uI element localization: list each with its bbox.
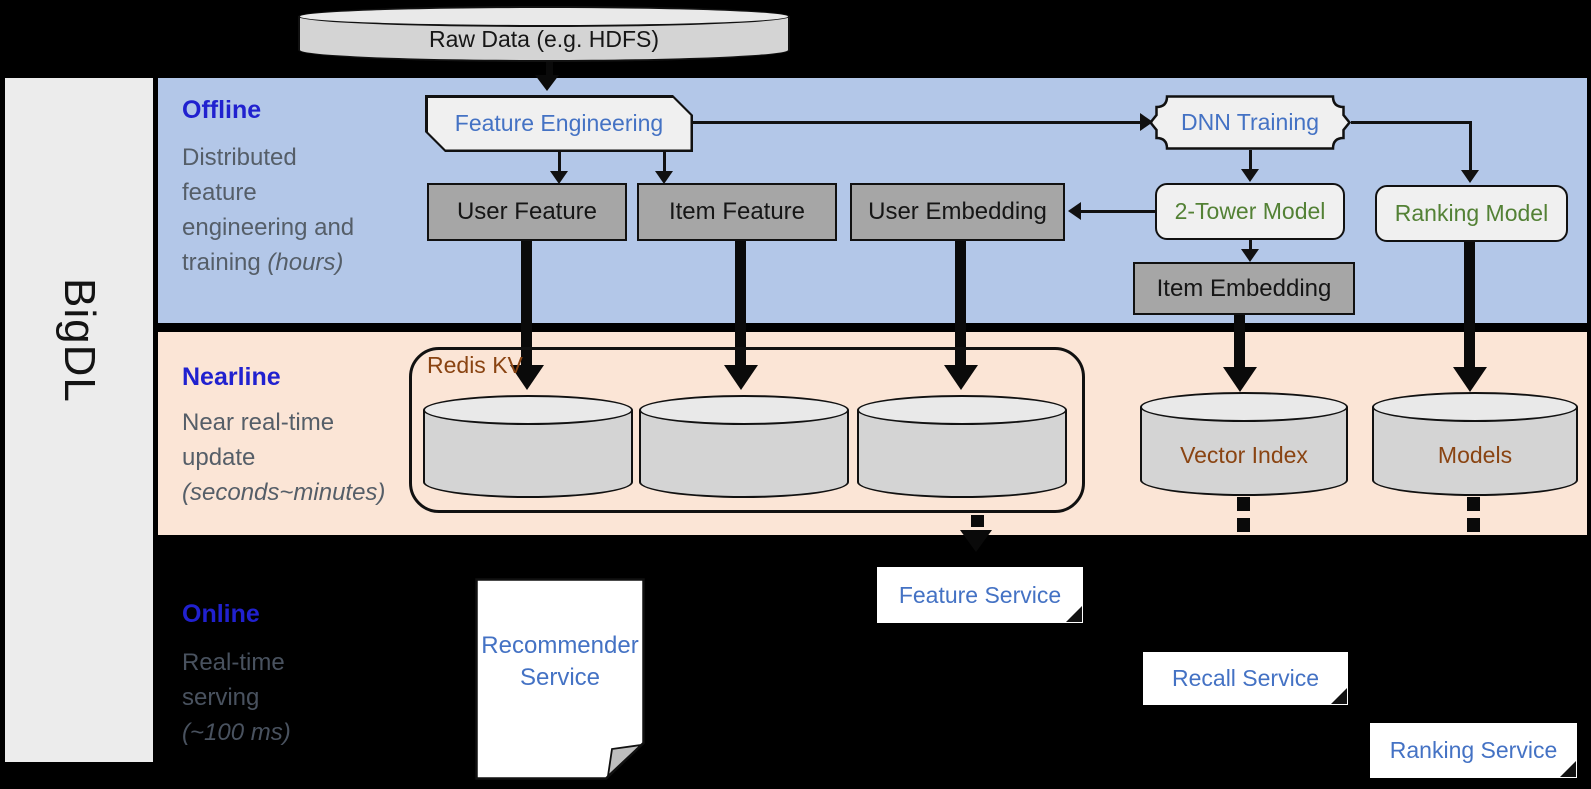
offline-title: Offline (182, 96, 262, 124)
item-embedding-box: Item Embedding (1133, 262, 1355, 315)
models-store: Models (1372, 392, 1578, 496)
recall-service-fold-icon (1331, 688, 1347, 704)
arrowhead-twotower-to-userembedding (1068, 202, 1081, 220)
raw-data-cylinder-top (298, 6, 790, 27)
dashed-vectorindex-down-1 (1237, 497, 1250, 511)
feature-engineering-box: Feature Engineering (425, 95, 693, 152)
dnn-training-box (1149, 95, 1351, 150)
user-feature-box: User Feature (427, 183, 627, 241)
nearline-description: Near real-time update (seconds~minutes) (182, 409, 386, 506)
ranking-service-label: Ranking Service (1389, 737, 1558, 763)
recall-service-box: Recall Service (1143, 652, 1348, 705)
dnn-training-label: DNN Training (1180, 109, 1320, 135)
line-dnn-to-ranking-v (1469, 121, 1472, 172)
recommender-service-label: Recommender Service (481, 632, 639, 691)
two-tower-model-box: 2-Tower Model (1155, 183, 1345, 240)
feature-service-fold-icon (1066, 606, 1082, 622)
arrowhead-dnn-to-ranking (1461, 170, 1479, 183)
offline-description: Distributed feature engineering and trai… (182, 144, 355, 276)
line-fe-to-itemfeature (663, 152, 666, 174)
bigdl-sidebar (5, 78, 153, 762)
vector-index-store: Vector Index (1140, 392, 1348, 496)
ranking-service-fold-icon (1560, 761, 1576, 777)
nearline-title: Nearline (182, 363, 281, 391)
arrowhead-userembedding-to-redis (944, 365, 978, 390)
dashed-vectorindex-down-2 (1237, 518, 1250, 532)
line-dnn-to-ranking-h (1351, 121, 1471, 124)
arrowhead-userfeature-to-redis (510, 365, 544, 390)
online-title: Online (182, 600, 260, 628)
line-twotower-to-itemembedding (1249, 240, 1252, 251)
arrowhead-fe-to-itemfeature (655, 171, 673, 184)
arrowhead-itemembedding-to-vectorindex (1223, 367, 1257, 392)
arrowhead-dnn-to-twotower (1241, 169, 1259, 182)
arrow-rawdata-to-fe (546, 62, 553, 76)
arrowhead-rankingmodel-to-models (1453, 367, 1487, 392)
arrowhead-rawdata-to-fe (535, 75, 559, 91)
models-label: Models (1437, 442, 1513, 468)
recommender-service-doc (475, 578, 645, 780)
arrowhead-fe-to-dnn (1140, 113, 1153, 131)
redis-cylinder-2 (639, 395, 849, 498)
line-fe-to-dnn (693, 121, 1141, 124)
recall-service-label: Recall Service (1172, 665, 1319, 691)
raw-data-label: Raw Data (e.g. HDFS) (428, 25, 660, 52)
ranking-service-box: Ranking Service (1370, 723, 1577, 778)
ranking-model-box: Ranking Model (1375, 185, 1568, 242)
bigdl-logo: BigDL (5, 255, 153, 425)
feature-service-label: Feature Service (898, 581, 1062, 608)
online-description: Real-time serving (~100 ms) (182, 649, 291, 746)
feature-service-box: Feature Service (877, 567, 1083, 623)
dashed-redis-to-featureservice (971, 515, 984, 527)
redis-cylinder-1 (423, 395, 633, 498)
raw-data-store: Raw Data (e.g. HDFS) (298, 6, 790, 62)
user-embedding-box: User Embedding (850, 183, 1065, 241)
redis-cylinder-3 (857, 395, 1067, 498)
line-dnn-to-twotower (1249, 150, 1252, 171)
arrowhead-fe-to-userfeature (550, 171, 568, 184)
dashed-models-down-2 (1467, 518, 1480, 532)
dashed-models-down-1 (1467, 497, 1480, 511)
bigdl-logo-text: BigDL (55, 277, 104, 403)
item-feature-box: Item Feature (637, 183, 837, 241)
arrow-itemembedding-to-vectorindex (1234, 315, 1245, 367)
feature-engineering-label: Feature Engineering (428, 98, 691, 150)
arrow-rankingmodel-to-models (1464, 242, 1475, 367)
arrow-userembedding-to-redis (955, 241, 966, 365)
arrow-itemfeature-to-redis (735, 241, 746, 365)
redis-kv-label: Redis KV (427, 352, 523, 378)
arrowhead-twotower-to-itemembedding (1241, 249, 1259, 262)
arrowhead-redis-to-featureservice (960, 530, 992, 552)
redis-kv-container (409, 347, 1085, 513)
line-fe-to-userfeature (558, 152, 561, 174)
arrow-userfeature-to-redis (521, 241, 532, 365)
vector-index-label: Vector Index (1180, 442, 1308, 468)
arrowhead-itemfeature-to-redis (724, 365, 758, 390)
line-twotower-to-userembedding (1081, 210, 1155, 213)
